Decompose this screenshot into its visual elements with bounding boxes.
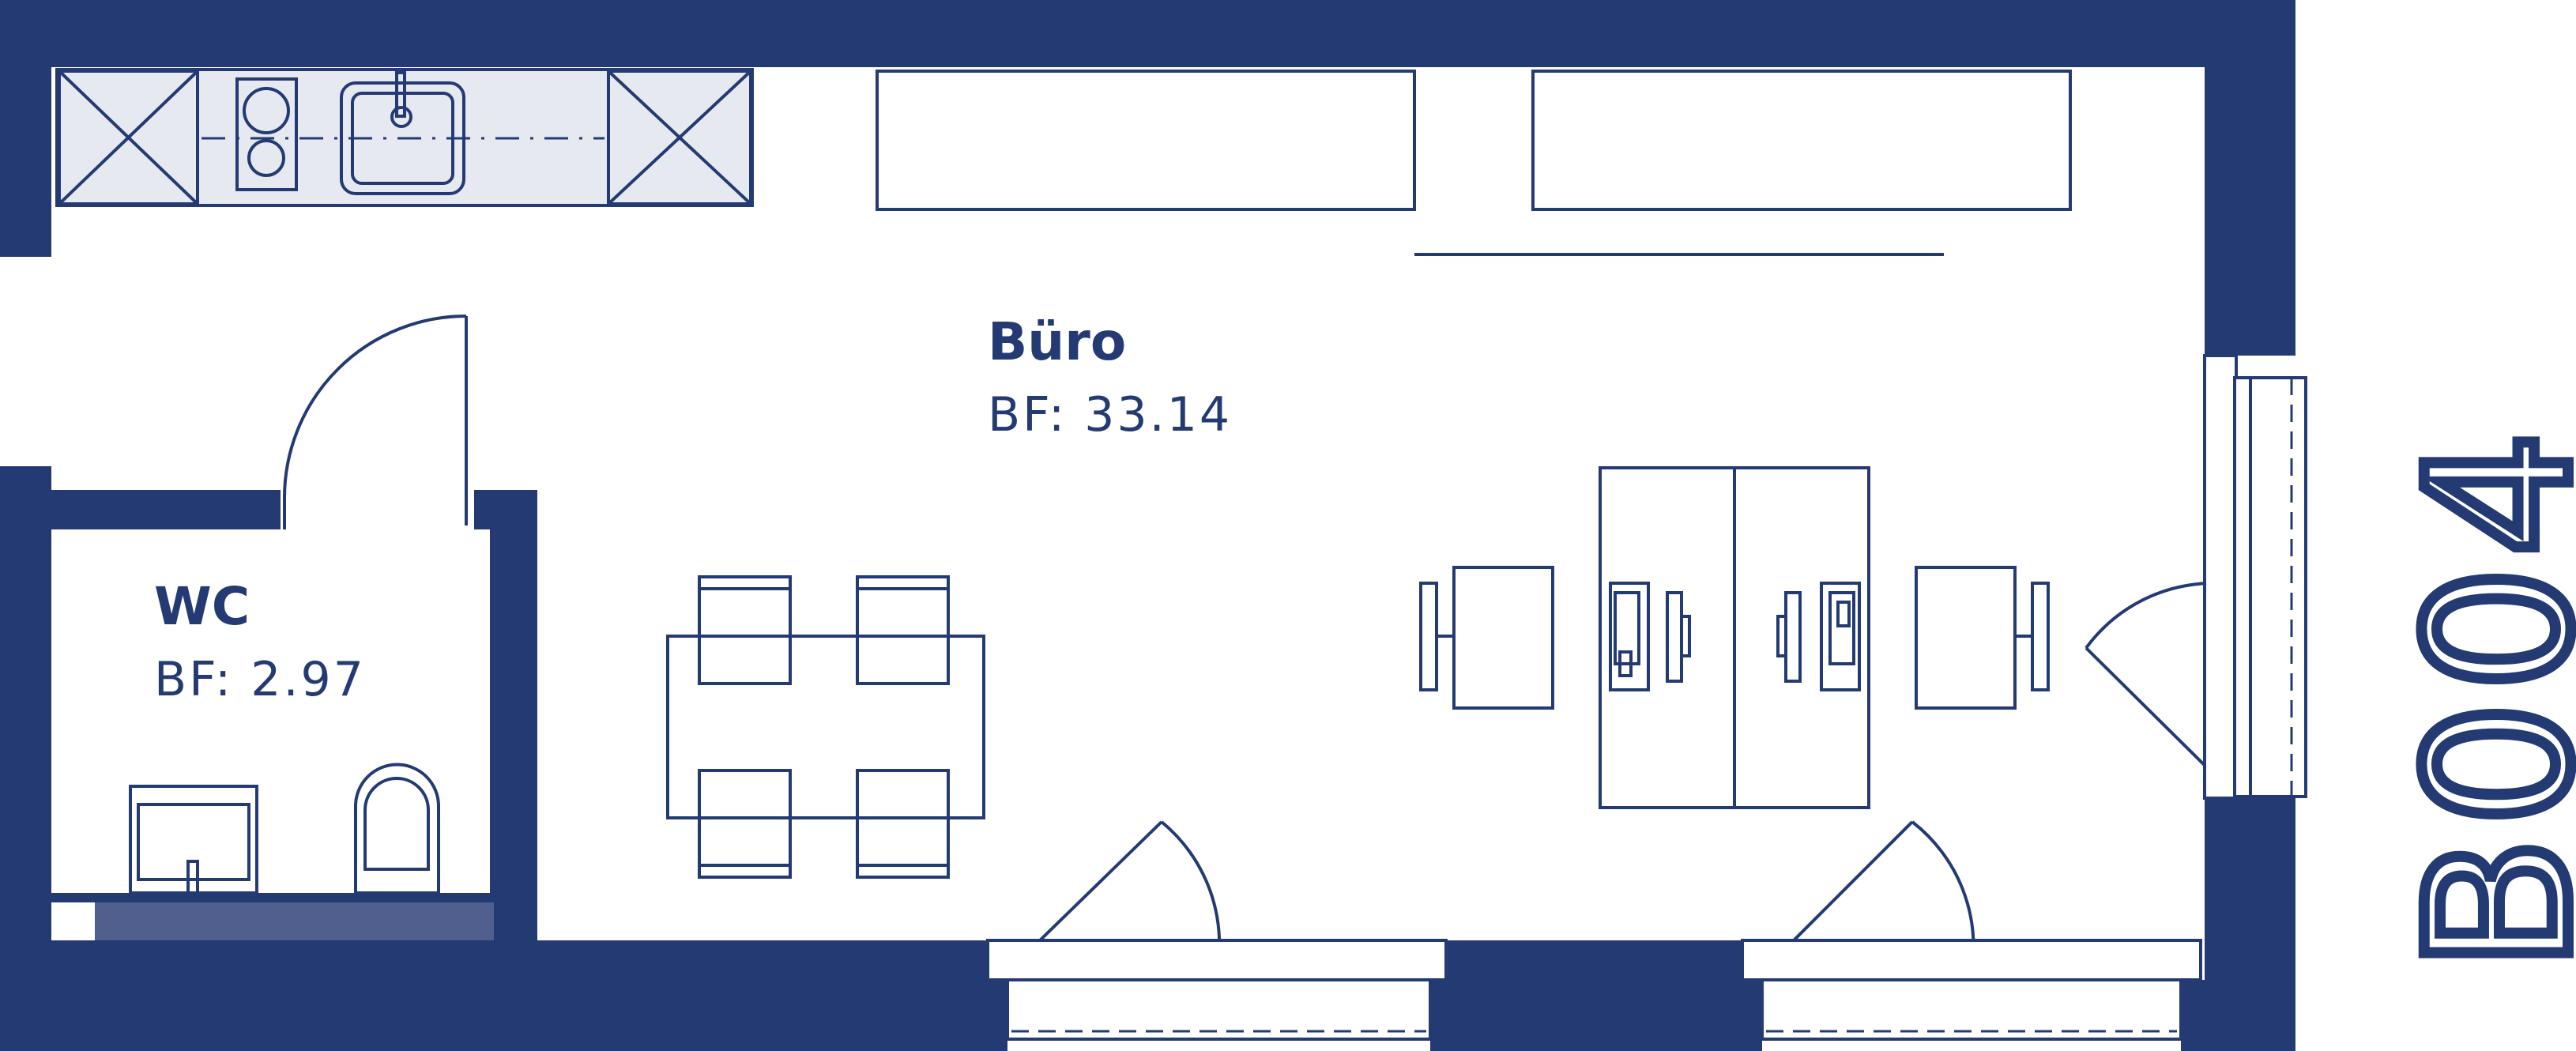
walls [0, 0, 2295, 1051]
desk-cluster [1419, 466, 2050, 809]
room-name-wc: WC [154, 576, 250, 637]
wc-counter-strip [95, 901, 494, 940]
room-label-buero: Büro BF: 33.14 [988, 311, 1232, 443]
top-cabinets [876, 70, 2072, 256]
room-name-buero: Büro [988, 311, 1126, 372]
windows [986, 354, 2307, 1041]
room-area-wc: BF: 2.97 [154, 652, 366, 707]
kitchen-counter [55, 68, 754, 207]
wc-fixtures [51, 763, 494, 940]
room-label-wc: WC BF: 2.97 [154, 576, 366, 707]
room-area-buero: BF: 33.14 [988, 387, 1232, 443]
unit-label: B004 [2385, 421, 2576, 972]
dining-table [666, 575, 985, 879]
doors [283, 315, 2238, 974]
